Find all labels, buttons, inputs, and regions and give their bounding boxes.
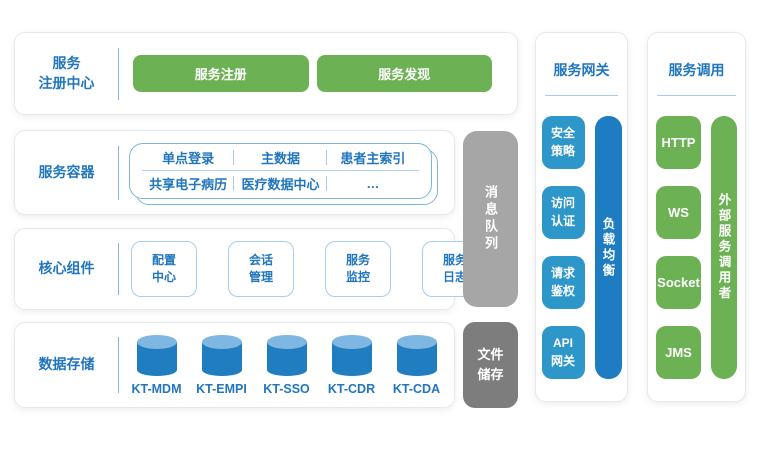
core-label: 核心组件 — [38, 260, 95, 277]
gateway-panel: 服务网关 安全策略 访问认证 请求鉴权 API网关 负载均衡 — [535, 32, 628, 402]
security-policy-node: 安全策略 — [541, 116, 585, 169]
invocation-panel: 服务调用 HTTP WS Socket JMS 外部服务调用者 — [647, 32, 746, 402]
service-card-stack: 单点登录 主数据 患者主索引 共享电子病历 医疗数据中心 … — [129, 142, 438, 205]
database-list: KT-MDM KT-EMPI KT-SSO KT-CDR KT-CDA — [119, 334, 454, 396]
jms-node: JMS — [656, 326, 701, 379]
api-gateway-node: API网关 — [541, 326, 585, 379]
database-label: KT-CDR — [327, 381, 376, 396]
database-icon — [396, 334, 437, 376]
database-item: KT-EMPI — [189, 334, 254, 396]
database-item: KT-CDR — [319, 334, 384, 396]
label-divider — [118, 337, 119, 393]
container-service-cell: 医疗数据中心 — [234, 171, 327, 196]
config-center-node: 配置中心 — [131, 241, 197, 297]
message-queue-label: 消息队列 — [483, 185, 498, 253]
database-icon — [266, 334, 307, 376]
registry-label-line1: 服务 — [52, 54, 81, 71]
service-monitor-node: 服务监控 — [325, 241, 391, 297]
core-panel: 核心组件 配置中心 会话管理 服务监控 服务日志 — [14, 228, 488, 310]
storage-panel: 数据存储 KT-MDM KT-EMPI KT-SSO KT-CDR KT-CDA — [14, 322, 455, 408]
external-caller-label: 外部服务调用者 — [716, 193, 731, 302]
title-divider — [545, 95, 618, 96]
database-item: KT-CDA — [384, 334, 449, 396]
container-panel: 服务容器 单点登录 主数据 患者主索引 共享电子病历 医疗数据中心 … — [14, 130, 455, 215]
container-service-cell: 主数据 — [234, 146, 327, 171]
database-item: KT-MDM — [124, 334, 189, 396]
database-label: KT-EMPI — [196, 381, 247, 396]
database-icon — [136, 334, 177, 376]
storage-label: 数据存储 — [38, 356, 95, 373]
service-card: 单点登录 主数据 患者主索引 共享电子病历 医疗数据中心 … — [129, 142, 432, 199]
load-balancer-label: 负载均衡 — [600, 216, 615, 279]
database-label: KT-MDM — [131, 381, 182, 396]
database-icon — [201, 334, 242, 376]
container-service-cell: 共享电子病历 — [142, 171, 235, 196]
registry-label: 服务 注册中心 — [15, 54, 118, 93]
invocation-boxes: HTTP WS Socket JMS — [656, 116, 701, 379]
title-divider — [657, 95, 736, 96]
container-service-cell: 患者主索引 — [326, 146, 419, 171]
socket-node: Socket — [656, 256, 701, 309]
container-label: 服务容器 — [38, 163, 95, 180]
label-divider — [118, 243, 119, 295]
gateway-boxes: 安全策略 访问认证 请求鉴权 API网关 — [541, 116, 585, 379]
core-boxes: 配置中心 会话管理 服务监控 服务日志 — [119, 241, 488, 297]
invocation-title: 服务调用 — [668, 62, 725, 78]
request-auth-node: 请求鉴权 — [541, 256, 585, 309]
access-auth-node: 访问认证 — [541, 186, 585, 239]
database-label: KT-CDA — [392, 381, 441, 396]
registry-nodes: 服务注册 服务发现 — [119, 55, 517, 92]
database-label: KT-SSO — [263, 381, 310, 396]
external-caller-bar: 外部服务调用者 — [711, 116, 737, 379]
service-register-node: 服务注册 — [133, 55, 309, 92]
load-balancer-bar: 负载均衡 — [594, 116, 622, 379]
session-manage-node: 会话管理 — [228, 241, 294, 297]
container-service-cell-more: … — [366, 175, 380, 191]
message-queue-bar: 消息队列 — [463, 131, 518, 307]
label-divider — [118, 145, 119, 200]
database-icon — [331, 334, 372, 376]
label-divider — [118, 47, 119, 100]
registry-label-line2: 注册中心 — [38, 74, 95, 91]
database-item: KT-SSO — [254, 334, 319, 396]
file-storage-label: 文件储存 — [477, 346, 504, 382]
container-service-cell: 单点登录 — [142, 146, 235, 171]
registry-panel: 服务 注册中心 服务注册 服务发现 — [14, 32, 518, 115]
ws-node: WS — [656, 186, 701, 239]
gateway-title: 服务网关 — [553, 62, 610, 78]
file-storage-bar: 文件储存 — [463, 322, 518, 408]
service-discovery-node: 服务发现 — [316, 55, 492, 92]
http-node: HTTP — [656, 116, 701, 169]
